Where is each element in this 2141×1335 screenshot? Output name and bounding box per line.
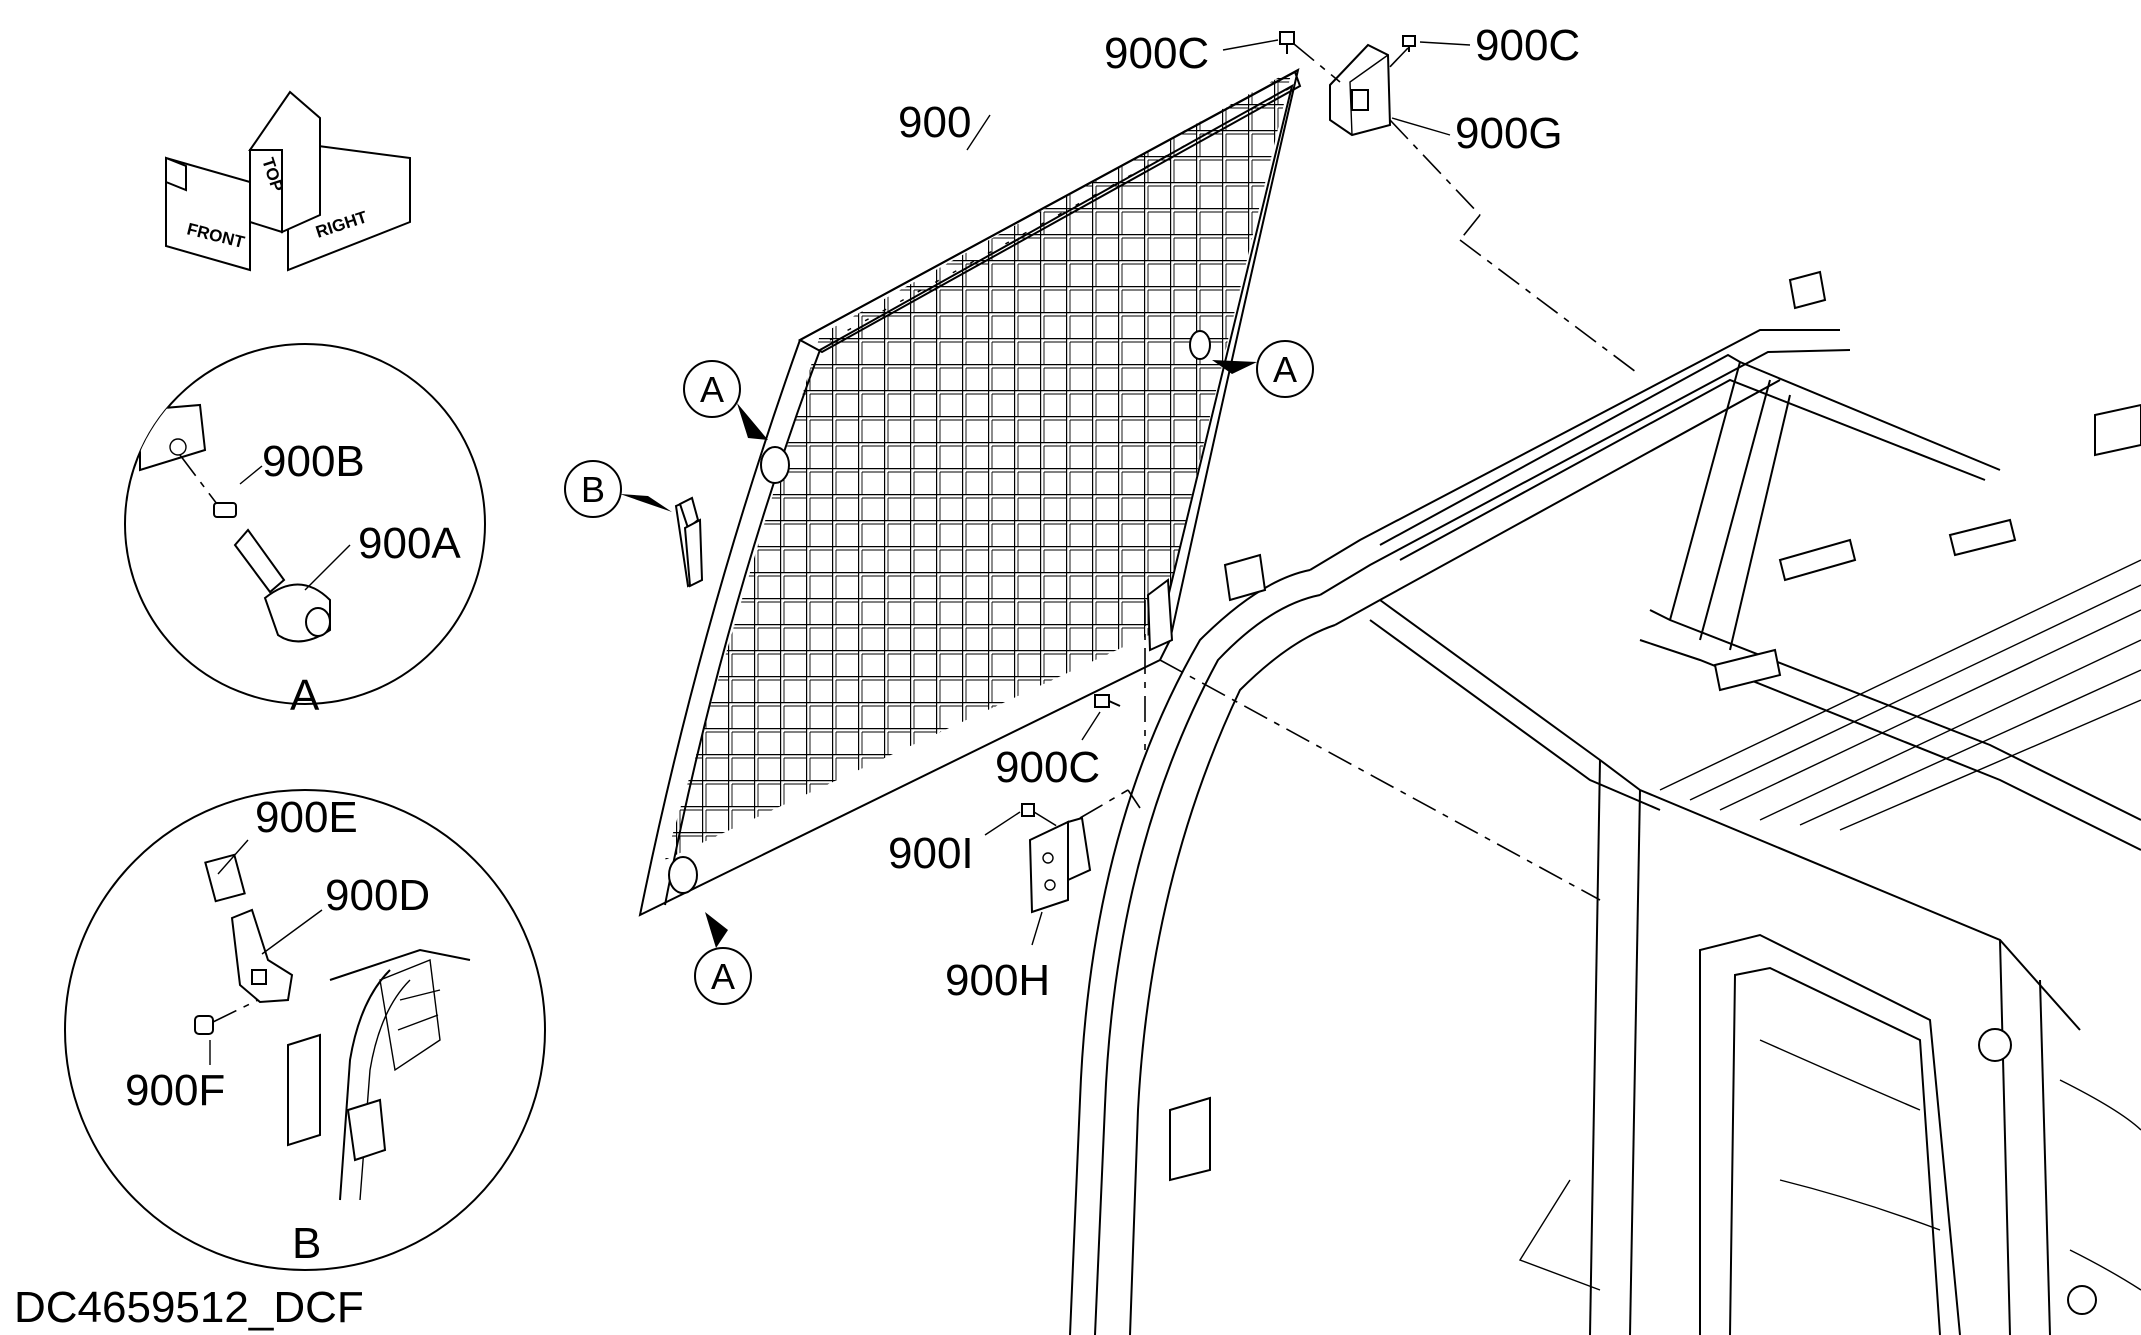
callout-a-bottom-label: A [711,956,735,997]
label-900c-top-right: 900C [1475,21,1580,70]
callout-b: B [564,460,672,518]
label-900f: 900F [125,1066,225,1115]
label-900c-lower: 900C [995,743,1100,792]
callout-a-upper-left: A [683,360,768,440]
callout-a-right: A [1212,340,1314,398]
label-900c-top-left: 900C [1104,29,1209,78]
label-900d: 900D [325,871,430,920]
mesh-screen-panel [638,68,1302,917]
drawing-id: DC4659512_DCF [14,1283,364,1332]
detail-b-caption: B [292,1219,321,1268]
detail-a-view: 900B 900A A [124,343,486,720]
label-900i: 900I [888,829,974,878]
callout-a-upper-left-label: A [700,369,724,410]
hinge-900g [1329,43,1392,137]
label-900e: 900E [255,793,358,842]
cab-frame [1069,270,2141,1335]
screw-900i [1021,803,1061,829]
callout-b-label: B [581,469,605,510]
detail-b-view: 900E 900D 900F B [64,789,546,1271]
label-900g: 900G [1455,109,1563,158]
callout-a-bottom: A [694,912,752,1005]
label-900b: 900B [262,437,365,486]
bracket-900h [1028,816,1092,914]
callout-a-right-label: A [1273,349,1297,390]
orientation-arrows-icon: FRONT TOP RIGHT [165,90,411,272]
detail-a-caption: A [290,671,320,720]
screw-900c-top-right [1402,35,1416,52]
screw-900c-lower [1094,694,1121,708]
screw-900c-top-left [1279,31,1295,54]
label-900: 900 [898,98,971,147]
label-900h: 900H [945,956,1050,1005]
latch-part-detail-b [678,496,704,588]
label-900a: 900A [358,519,461,568]
